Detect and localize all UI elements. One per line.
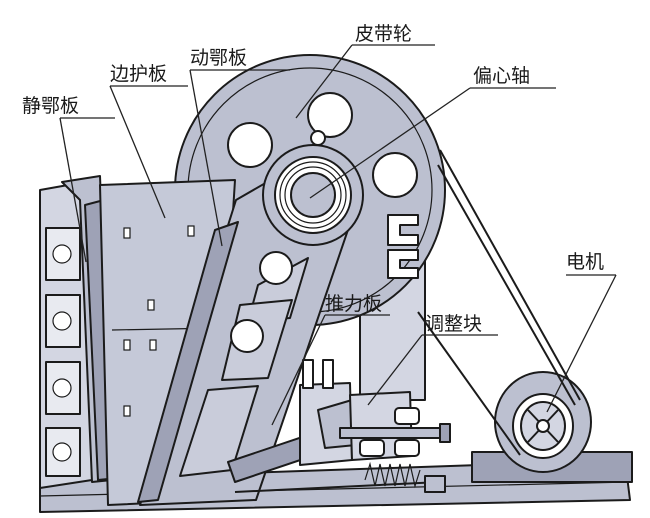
- label-adjust-block: 调整块: [425, 313, 482, 335]
- v-belt: [417, 149, 581, 456]
- label-side-guard: 边护板: [110, 63, 167, 85]
- motor: [471, 371, 633, 483]
- part-labels: 皮带轮 动鄂板 边护板 静鄂板 偏心轴 电机 推力板 调整块: [22, 23, 604, 335]
- tension-spring: [234, 461, 446, 493]
- pulley-hole: [307, 92, 353, 138]
- pulley-hole: [372, 152, 418, 198]
- label-motor: 电机: [566, 251, 604, 273]
- eccentric-shaft-bearing: [262, 130, 364, 246]
- frame-bracket: [387, 214, 419, 279]
- fixed-jaw-frame: [39, 175, 119, 489]
- label-pulley: 皮带轮: [355, 23, 412, 45]
- pulley-hole: [227, 122, 273, 168]
- label-eccentric-shaft: 偏心轴: [473, 65, 530, 87]
- label-movable-jaw: 动鄂板: [190, 47, 247, 69]
- label-fixed-jaw: 静鄂板: [22, 95, 79, 117]
- adjust-block-assembly: [299, 359, 451, 466]
- movable-jaw: [137, 161, 353, 506]
- label-toggle-plate: 推力板: [325, 293, 382, 315]
- leader-lines: [59, 44, 617, 426]
